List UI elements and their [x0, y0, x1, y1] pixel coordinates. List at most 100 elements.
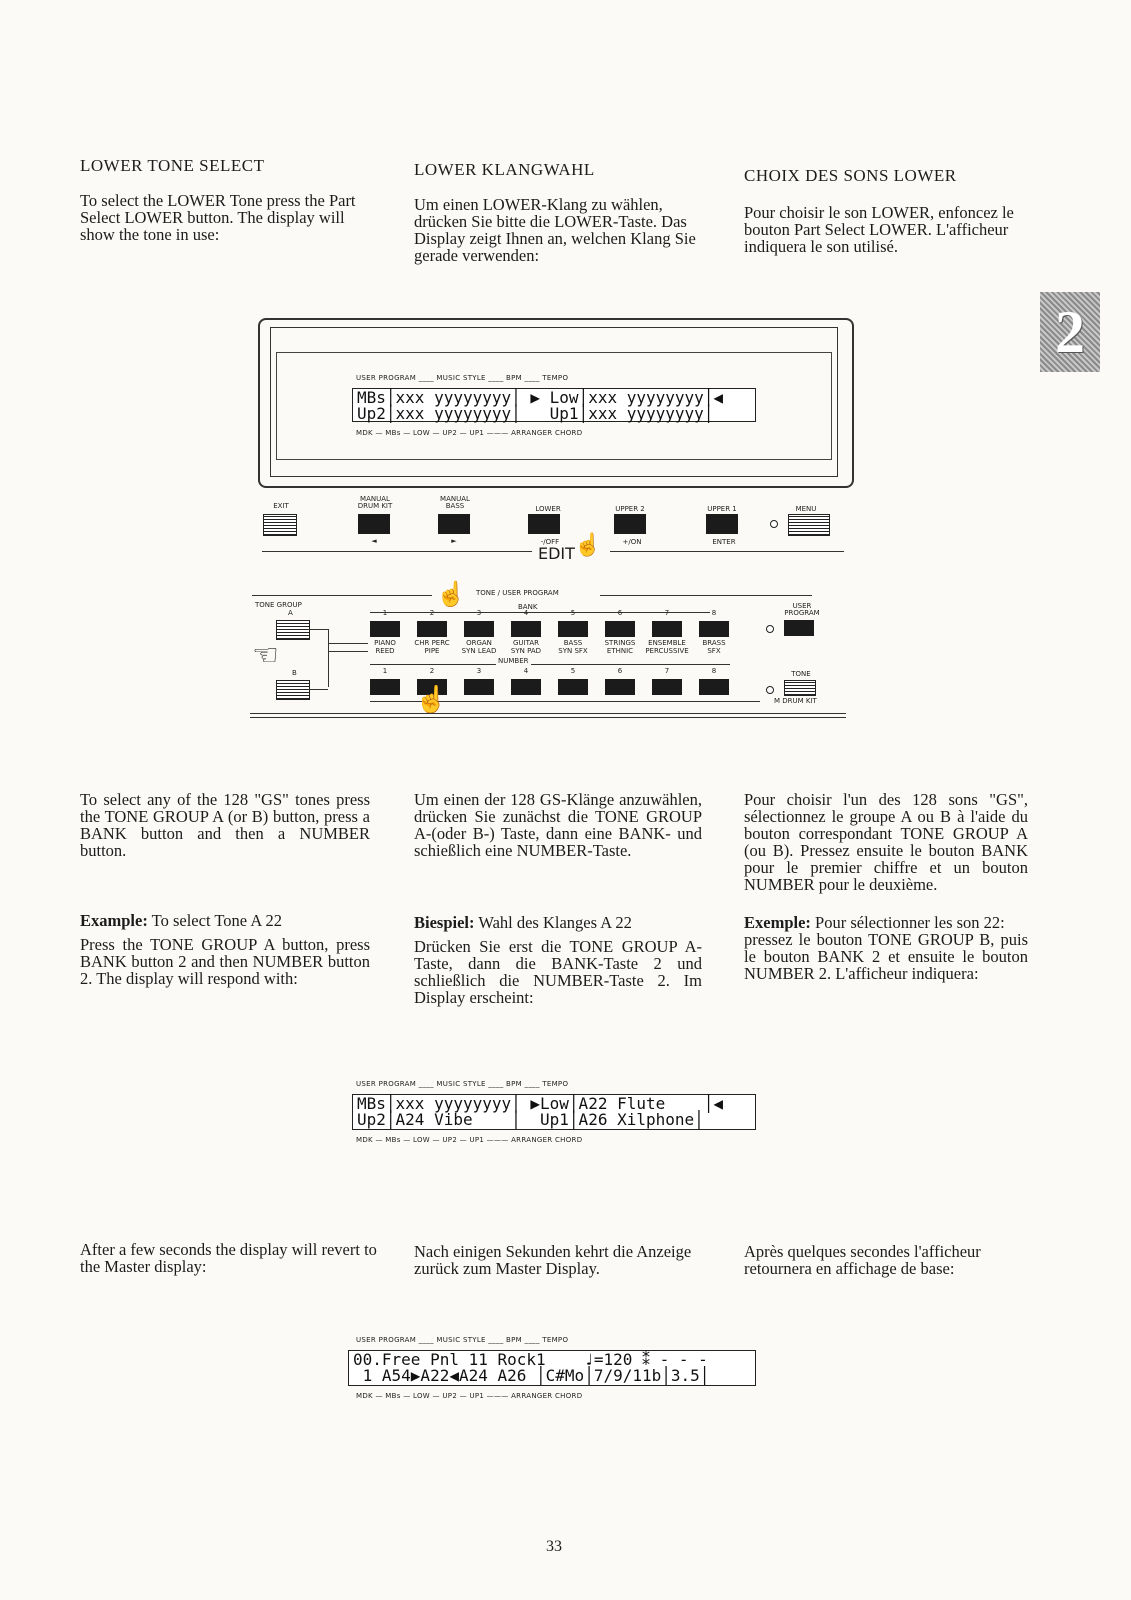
- group-b-tone-name: SYN SFX: [558, 647, 588, 655]
- bank-button-6[interactable]: [605, 621, 635, 637]
- group-b-tone-name: SYN PAD: [510, 647, 542, 655]
- en-example-paragraph: Press the TONE GROUP A button, press BAN…: [80, 935, 370, 988]
- number-button-8[interactable]: [699, 679, 729, 695]
- bank-number-label: 8: [711, 609, 717, 617]
- number-button-4[interactable]: [511, 679, 541, 695]
- lcd3-line-1: 00.Free Pnl 11 Rock1 ♩=120 ⁑ - - -: [353, 1350, 708, 1369]
- number-button-1[interactable]: [370, 679, 400, 695]
- tone-label: TONE: [791, 670, 811, 678]
- manual-drum-kit-label: MANUAL DRUM KIT: [357, 495, 393, 510]
- bank-button-7[interactable]: [652, 621, 682, 637]
- fr-example-heading: Exemple: Pour sélectionner les son 22:: [744, 913, 1005, 932]
- manual-bass-label: MANUAL BASS: [440, 495, 470, 510]
- upper1-label: UPPER 1: [707, 505, 737, 513]
- upper1-button[interactable]: [706, 514, 738, 534]
- number-number-label: 5: [570, 667, 576, 675]
- group-b-tone-name: SFX: [707, 647, 721, 655]
- edit-divider-left: [262, 551, 532, 552]
- group-a-tone-name: CHR PERC: [414, 639, 450, 647]
- number-number-label: 1: [382, 667, 388, 675]
- number-button-6[interactable]: [605, 679, 635, 695]
- pressing-hand-icon-3: ☝: [415, 685, 448, 714]
- lcd2-bottom-labels: MDK — MBs — LOW — UP2 — UP1 ——— ARRANGER…: [356, 1136, 583, 1144]
- tone-user-line-left: [252, 595, 432, 596]
- group-b-tone-name: PERCUSSIVE: [645, 647, 689, 655]
- bank-number-label: 1: [382, 609, 388, 617]
- pressing-hand-icon: ☜: [252, 639, 279, 672]
- menu-label: MENU: [795, 505, 817, 513]
- en-paragraph-lower-tone: To select the LOWER Tone press the Part …: [80, 191, 356, 244]
- fr-example-paragraph: pressez le bouton TONE GROUP B, puis le …: [744, 930, 1028, 983]
- number-number-label: 3: [476, 667, 482, 675]
- tone-group-b-button[interactable]: [276, 680, 310, 700]
- number-button-7[interactable]: [652, 679, 682, 695]
- display-screen-frame: [276, 352, 832, 460]
- fr-paragraph-lower-tone: Pour choisir le son LOWER, enfoncez le b…: [744, 203, 1014, 256]
- de-example-heading: Biespiel: Wahl des Klanges A 22: [414, 913, 632, 932]
- fr-paragraph-revert: Après quelques secondes l'afficheur reto…: [744, 1242, 981, 1278]
- bank-button-8[interactable]: [699, 621, 729, 637]
- number-number-label: 4: [523, 667, 529, 675]
- exit-button[interactable]: [263, 514, 297, 536]
- lcd1-top-labels: USER PROGRAM ____ MUSIC STYLE ____ BPM _…: [356, 374, 569, 382]
- bank-button-2[interactable]: [417, 621, 447, 637]
- group-b-connector: [308, 689, 328, 690]
- display-housing: [258, 318, 854, 488]
- en-heading-lower-tone-select: LOWER TONE SELECT: [80, 156, 265, 175]
- de-paragraph-revert: Nach einigen Sekunden kehrt die Anzeige …: [414, 1242, 692, 1278]
- drum-kit-line: [370, 701, 760, 702]
- menu-button[interactable]: [788, 514, 830, 536]
- group-b-tone-name: REED: [375, 647, 395, 655]
- number-label: NUMBER: [496, 657, 531, 665]
- lcd1-screen: MBs│xxx yyyyyyyy│ ▶ Low│xxx yyyyyyyy│◀ U…: [352, 388, 756, 422]
- bank-number-label: 2: [429, 609, 435, 617]
- en-paragraph-revert: After a few seconds the display will rev…: [80, 1240, 377, 1276]
- manual-drum-kit-button[interactable]: [358, 514, 390, 534]
- bank-number-label: 5: [570, 609, 576, 617]
- upper2-button[interactable]: [614, 514, 646, 534]
- number-button-5[interactable]: [558, 679, 588, 695]
- lower-button[interactable]: [528, 514, 560, 534]
- tone-button[interactable]: [784, 680, 816, 696]
- bank-label: BANK: [518, 603, 538, 611]
- bank-number-label: 7: [664, 609, 670, 617]
- lcd2-line-2: Up2│A24 Vibe │ Up1│A26 Xilphone│: [357, 1110, 704, 1129]
- page-number: 33: [546, 1538, 562, 1555]
- de-paragraph-gs-tones: Um einen der 128 GS-Klänge anzuwählen, d…: [414, 790, 702, 860]
- lcd1-line-2: Up2│xxx yyyyyyyy│ Up1│xxx yyyyyyyy│: [357, 404, 714, 423]
- tone-group-a-button[interactable]: [276, 620, 310, 640]
- group-a-tone-name: BASS: [563, 639, 583, 647]
- number-button-2[interactable]: [417, 679, 447, 695]
- drum-kit-label: M DRUM KIT: [774, 697, 817, 705]
- tone-led: [766, 686, 774, 694]
- user-program-led: [766, 625, 774, 633]
- number-button-3[interactable]: [464, 679, 494, 695]
- de-paragraph-lower-tone: Um einen LOWER-Klang zu wählen, drücken …: [414, 195, 696, 265]
- bank-button-3[interactable]: [464, 621, 494, 637]
- bank-button-1[interactable]: [370, 621, 400, 637]
- edit-label: EDIT: [538, 544, 575, 563]
- bank-number-label: 4: [523, 609, 529, 617]
- lcd2-line-1: MBs│xxx yyyyyyyy│ ▶Low│A22 Flute │◀: [357, 1094, 724, 1113]
- lower-label: LOWER: [535, 505, 561, 513]
- chapter-tab: 2: [1040, 292, 1100, 372]
- group-b-tone-name: PIPE: [424, 647, 440, 655]
- user-program-button[interactable]: [784, 620, 814, 636]
- bank-number-label: 6: [617, 609, 623, 617]
- en-example-heading: Example: To select Tone A 22: [80, 911, 282, 930]
- display-housing-inner: [270, 327, 838, 477]
- exit-label: EXIT: [273, 502, 289, 510]
- en-paragraph-gs-tones: To select any of the 128 "GS" tones pres…: [80, 790, 370, 860]
- de-example-paragraph: Drücken Sie erst die TONE GROUP A-Taste,…: [414, 937, 702, 1007]
- pointing-hand-icon: ☝: [574, 532, 602, 557]
- manual-bass-button[interactable]: [438, 514, 470, 534]
- group-a-tone-name: PIANO: [374, 639, 396, 647]
- lcd1-bottom-labels: MDK — MBs — LOW — UP2 — UP1 ——— ARRANGER…: [356, 429, 583, 437]
- group-a-tone-name: ORGAN: [466, 639, 492, 647]
- menu-indicator-led: [770, 520, 778, 528]
- bank-button-4[interactable]: [511, 621, 541, 637]
- tone-user-line-right: [600, 595, 812, 596]
- lcd3-bottom-labels: MDK — MBs — LOW — UP2 — UP1 ——— ARRANGER…: [356, 1392, 583, 1400]
- right-arrow-icon: ►: [451, 537, 457, 545]
- bank-button-5[interactable]: [558, 621, 588, 637]
